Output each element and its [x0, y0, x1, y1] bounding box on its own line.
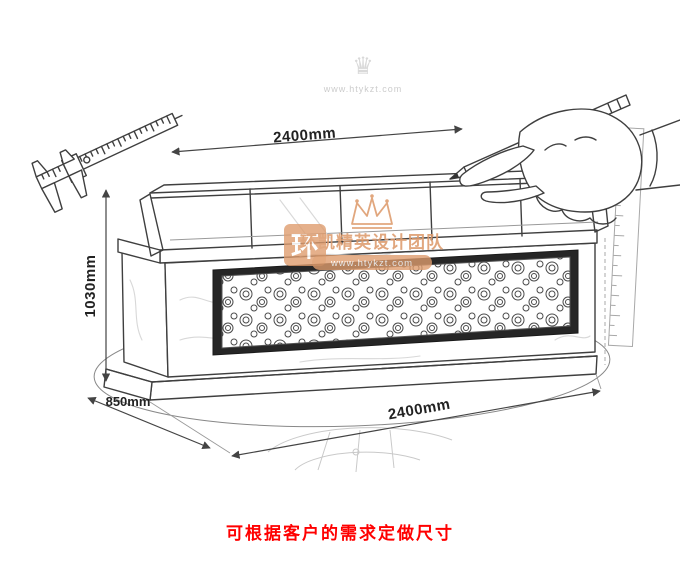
dimension-top-width: 2400mm [171, 125, 463, 156]
dimension-top-width-label: 2400mm [273, 125, 337, 147]
caliper-illustration [31, 112, 183, 213]
watermark-url-band [312, 255, 432, 270]
customization-caption: 可根据客户的需求定做尺寸 [226, 524, 454, 543]
dimension-depth-label: 850mm [106, 394, 151, 409]
crown-icon: ♛ [352, 53, 374, 80]
dimension-depth: 850mm [87, 394, 211, 450]
watermark-top: ♛ www.htykzt.com [323, 53, 403, 94]
construction-sketch [267, 427, 453, 473]
display-cabinet [103, 167, 609, 401]
watermark-top-url: www.htykzt.com [323, 84, 403, 94]
hand [459, 108, 680, 225]
counter-top [117, 229, 598, 264]
cabinet-body [121, 242, 596, 378]
dimension-height-label: 1030mm [82, 254, 99, 317]
crown-icon [351, 194, 393, 229]
dimension-height: 1030mm [82, 189, 111, 382]
decorative-front-panel [212, 249, 579, 356]
watermark-brand: 环凯精英设计团队 [300, 232, 444, 252]
watermark-seal-glyph: 环 [291, 231, 319, 262]
hand-with-pencil-illustration [449, 94, 680, 225]
watermark-url: www.htykzt.com [330, 258, 413, 269]
watermark-seal [284, 224, 326, 266]
watermark-center: 环 环凯精英设计团队 www.htykzt.com [284, 194, 444, 270]
